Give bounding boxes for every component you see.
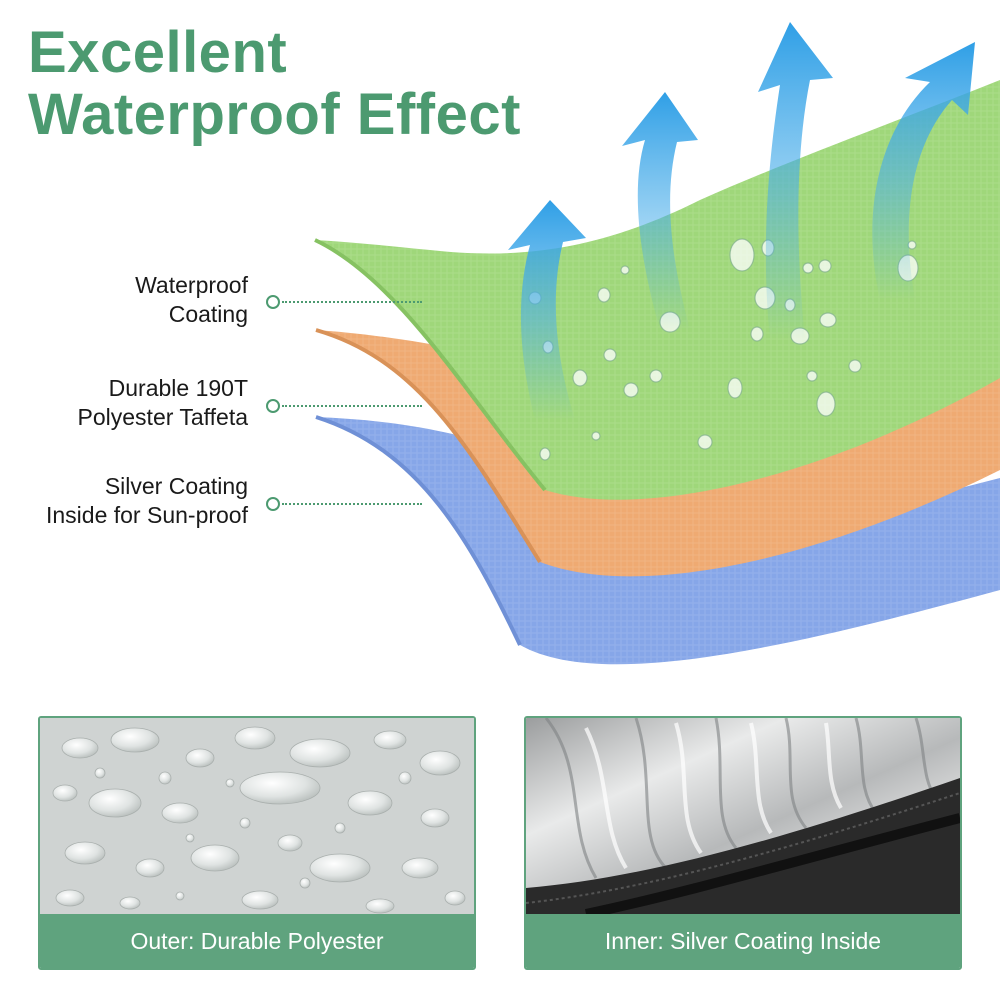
leader-line-waterproof	[282, 301, 422, 303]
inner-coating-caption: Inner: Silver Coating Inside	[526, 914, 960, 968]
title-line-1: Excellent	[28, 20, 288, 85]
label-line: Coating	[168, 301, 248, 327]
label-polyester-taffeta: Durable 190T Polyester Taffeta	[78, 374, 248, 432]
label-silver-coating: Silver Coating Inside for Sun-proof	[46, 472, 248, 530]
marker-dot-waterproof	[266, 295, 280, 309]
marker-dot-taffeta	[266, 399, 280, 413]
arrow-icon	[872, 42, 975, 300]
label-line: Silver Coating	[104, 473, 248, 499]
page-title: Excellent Waterproof Effect	[28, 22, 521, 146]
title-line-2: Waterproof Effect	[28, 82, 521, 147]
outer-fabric-photo	[40, 718, 474, 914]
arrow-icon	[758, 22, 833, 340]
label-line: Inside for Sun-proof	[45, 502, 248, 528]
leader-line-silver	[282, 503, 422, 505]
marker-dot-silver	[266, 497, 280, 511]
arrow-icon	[622, 92, 698, 330]
arrow-icon	[508, 200, 586, 420]
leader-line-taffeta	[282, 405, 422, 407]
inner-coating-panel: Inner: Silver Coating Inside	[524, 716, 962, 970]
label-line: Durable 190T	[108, 375, 248, 401]
fabric-layers-illustration	[314, 22, 1000, 665]
label-line: Polyester Taffeta	[77, 404, 248, 430]
outer-fabric-panel: Outer: Durable Polyester	[38, 716, 476, 970]
breathable-arrows	[508, 22, 975, 420]
label-line: Waterproof	[135, 272, 248, 298]
outer-fabric-caption: Outer: Durable Polyester	[40, 914, 474, 968]
label-waterproof-coating: Waterproof Coating	[135, 271, 248, 329]
inner-coating-photo	[526, 718, 960, 914]
